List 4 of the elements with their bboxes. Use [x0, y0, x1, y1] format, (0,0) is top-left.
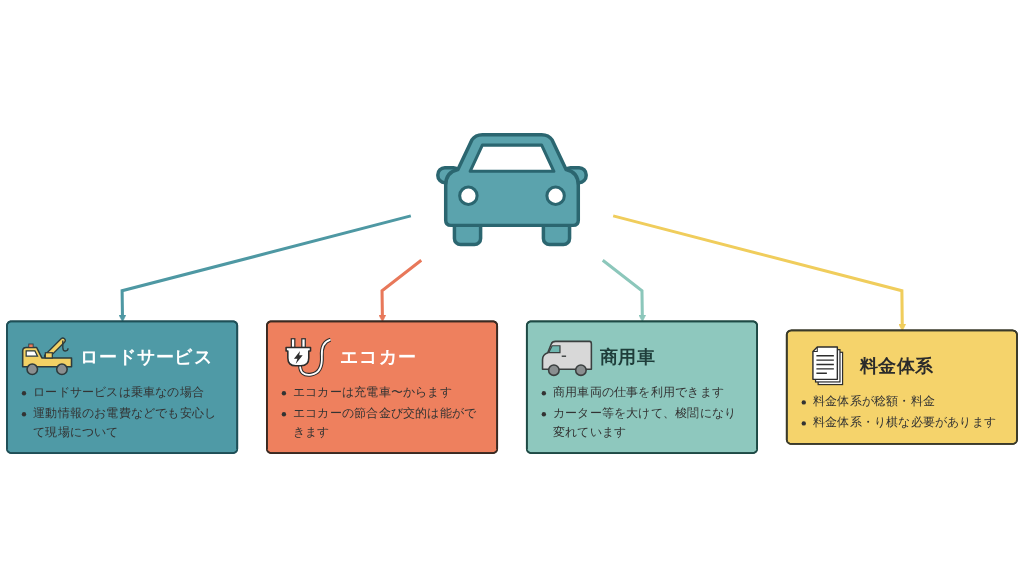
arrow	[612, 214, 907, 332]
arrow	[378, 259, 423, 323]
arrow	[601, 259, 647, 323]
arrow	[118, 214, 412, 323]
